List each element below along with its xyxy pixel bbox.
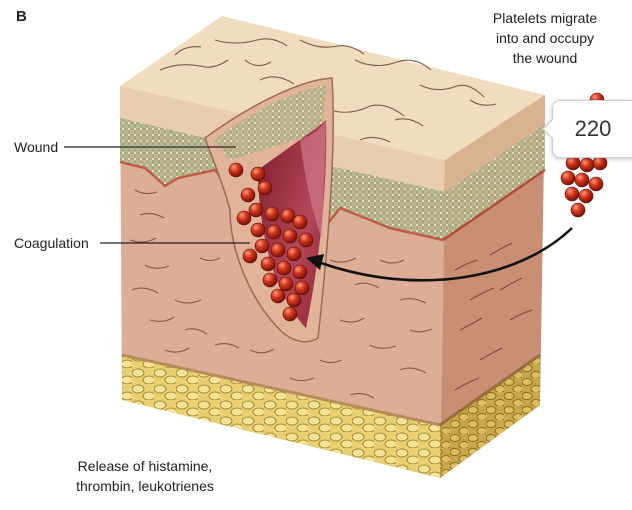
note-line: Release of histamine, (40, 456, 250, 476)
page-number-badge[interactable]: 220 (552, 100, 632, 158)
coagulation-label: Coagulation (14, 235, 89, 251)
platelet-migration-note: Platelets migrate into and occupy the wo… (470, 8, 620, 68)
note-line: Platelets migrate (470, 8, 620, 28)
note-line: the wound (470, 48, 620, 68)
panel-letter: B (16, 8, 27, 25)
note-line: into and occupy (470, 28, 620, 48)
release-note: Release of histamine, thrombin, leukotri… (40, 456, 250, 496)
wound-label: Wound (14, 139, 58, 155)
note-line: thrombin, leukotrienes (40, 476, 250, 496)
